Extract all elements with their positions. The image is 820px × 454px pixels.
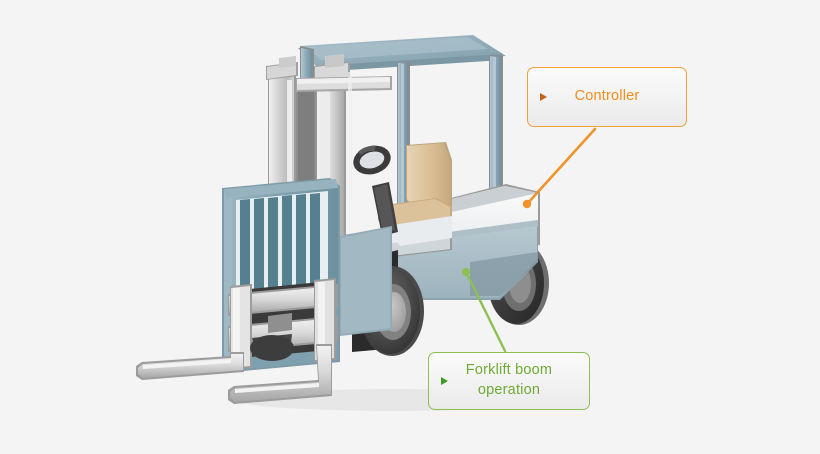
callout-controller-label: Controller — [574, 88, 640, 105]
canopy-post-front-right — [397, 61, 410, 236]
leader-line-boom — [462, 268, 507, 353]
callout-boom-label-line2: operation — [477, 382, 541, 398]
callout-boom-label: Forklift boom operation — [466, 361, 552, 400]
fork-left — [136, 352, 244, 380]
leader-line-controller — [522, 127, 597, 209]
callout-boom-label-line1: Forklift boom — [465, 362, 553, 379]
callout-forklift-boom-operation[interactable]: Forklift boom operation — [428, 352, 590, 410]
operator-seat — [378, 142, 452, 246]
callout-controller[interactable]: Controller — [527, 67, 687, 127]
carriage-tire-peek — [250, 334, 294, 361]
callout-bullet-icon — [540, 93, 547, 101]
fork-right — [228, 344, 332, 404]
body-front-skirt — [340, 226, 392, 336]
callout-bullet-icon — [441, 377, 448, 385]
canopy-post-rear — [489, 55, 503, 214]
steering-wheel — [353, 145, 398, 236]
